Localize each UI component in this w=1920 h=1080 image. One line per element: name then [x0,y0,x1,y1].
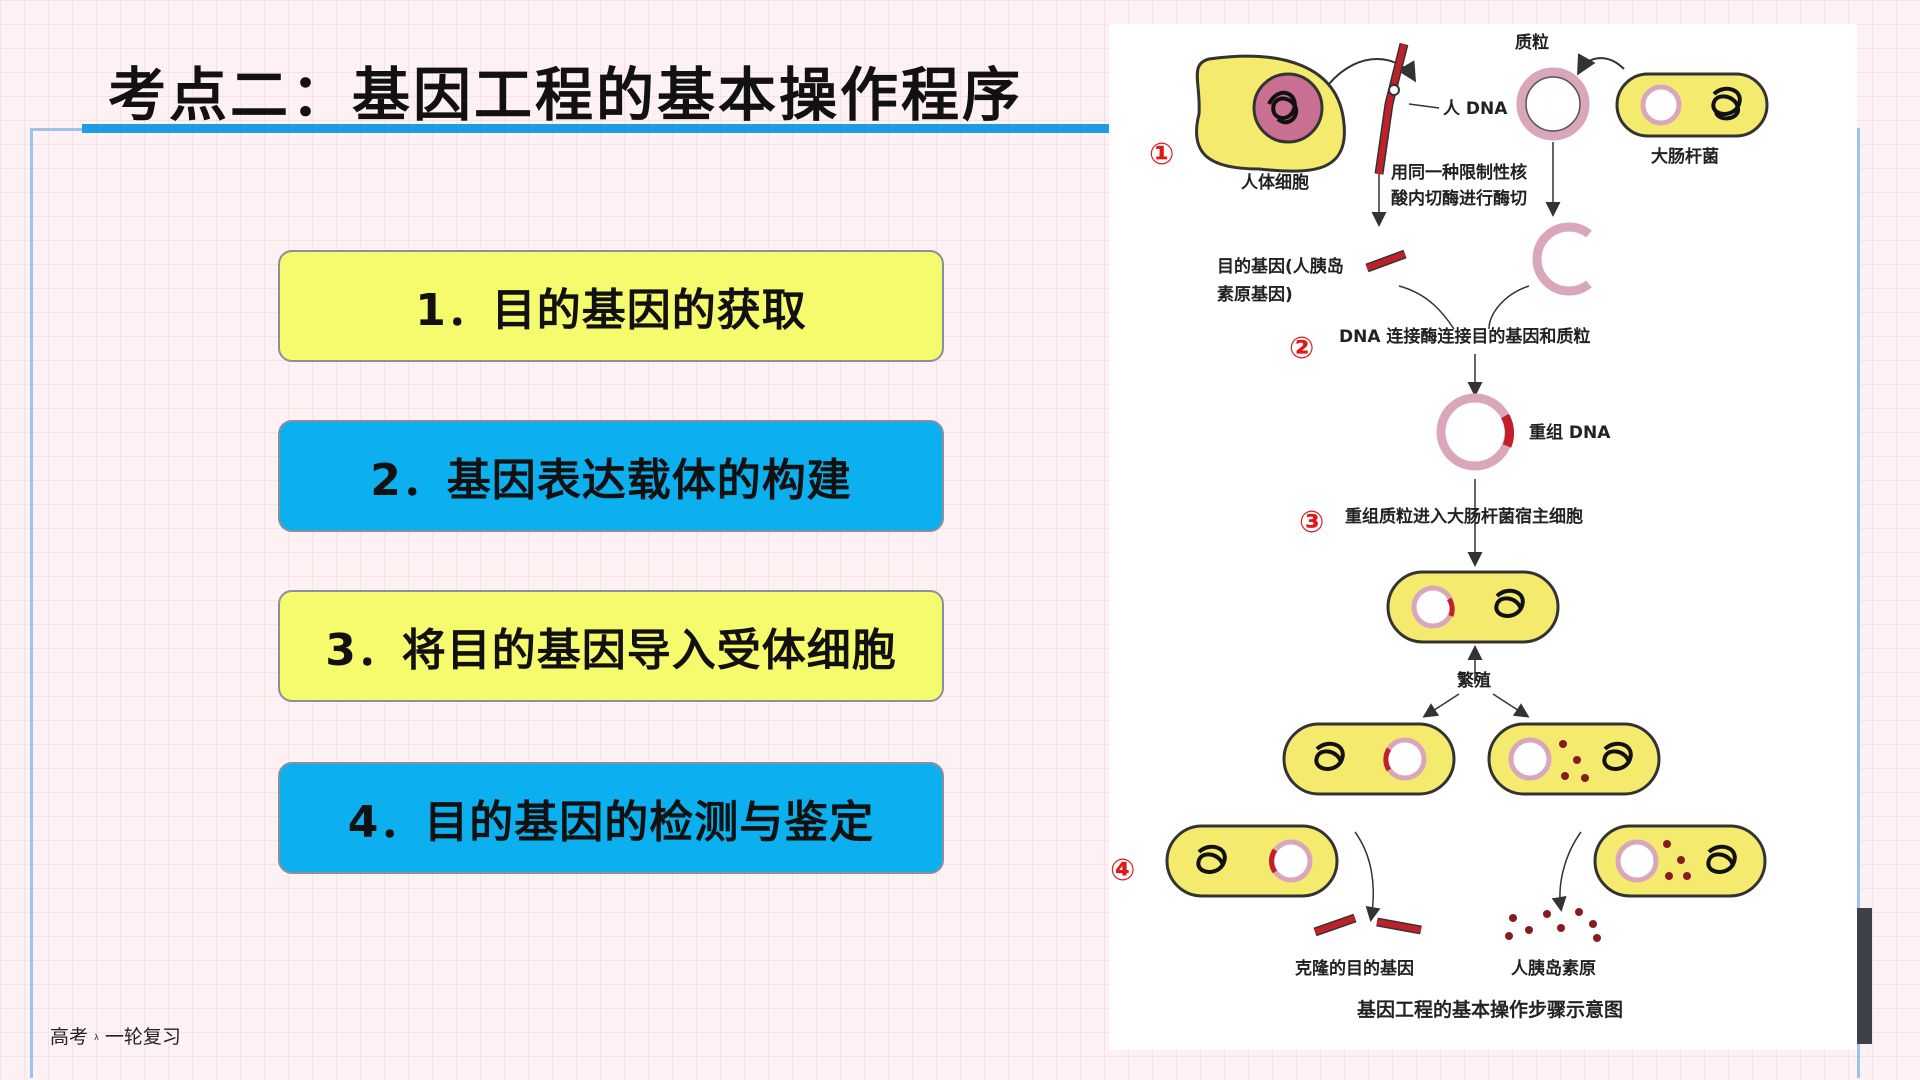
arrow-ecoli-to-plasmid [1577,53,1625,76]
bottom-cell-right [1593,824,1767,898]
footer-left-text: 高考 [50,1026,89,1048]
label-reproduce: 繁殖 [1456,670,1491,691]
cut-plasmid [1532,222,1592,296]
human-dna-strand [1374,42,1409,175]
label-transform: 重组质粒进入大肠杆菌宿主细胞 [1345,506,1583,527]
label-ecoli: 大肠杆菌 [1651,146,1719,167]
label-cloned-gene: 克隆的目的基因 [1295,958,1414,979]
label-cut-2: 酸内切酶进行酶切 [1391,188,1527,209]
ecoli-cell [1615,72,1769,138]
title-underline [82,124,1110,133]
marker-4: ④ [1110,853,1135,888]
daughter-cell-right [1487,722,1661,796]
diagram-caption: 基因工程的基本操作步骤示意图 [1356,998,1623,1021]
marker-1: ① [1149,137,1174,172]
proinsulin-dots [1505,908,1601,942]
slide-title: 考点二：基因工程的基本操作程序 [108,61,1024,129]
step-2-box[interactable]: 2．基因表达载体的构建 [278,420,944,532]
marker-2: ② [1289,331,1314,366]
side-strip [1857,908,1872,1044]
transformed-ecoli [1386,570,1560,644]
recombinant-plasmid [1436,393,1514,471]
label-recombinant: 重组 DNA [1529,422,1611,443]
step-4-box[interactable]: 4．目的基因的检测与鉴定 [278,762,944,874]
step-1-box[interactable]: 1．目的基因的获取 [278,250,944,362]
label-proinsulin: 人胰岛素原 [1511,958,1596,979]
label-human-cell: 人体细胞 [1241,172,1309,193]
daughter-cell-left [1282,722,1456,796]
label-gene-2: 素原基因) [1217,284,1293,305]
marker-3: ③ [1299,505,1324,540]
label-gene-1: 目的基因(人胰岛 [1217,256,1344,277]
diagram-svg: 人体细胞 人 DNA 质粒 大肠杆菌 ① 用同一种限制性核 酸内切酶进行酶切 [1110,32,1769,1021]
footer-right-text: 一轮复习 [104,1026,181,1048]
plasmid-ring [1516,67,1590,141]
footer-label: 高考 λ 一轮复习 [50,1022,181,1049]
human-cell [1195,54,1346,173]
step-3-box[interactable]: 3．将目的基因导入受体细胞 [278,590,944,702]
footer-mark: λ [94,1033,99,1042]
label-ligase: DNA 连接酶连接目的基因和质粒 [1339,326,1590,347]
bottom-cell-left [1165,824,1339,898]
label-plasmid: 质粒 [1515,32,1549,53]
arrow-cell-to-dna [1328,58,1417,85]
label-cut-1: 用同一种限制性核 [1391,162,1527,183]
label-human-dna: 人 DNA [1443,99,1508,119]
gene-engineering-diagram: 人体细胞 人 DNA 质粒 大肠杆菌 ① 用同一种限制性核 酸内切酶进行酶切 [1109,24,1857,1050]
cloned-genes [1313,913,1422,937]
